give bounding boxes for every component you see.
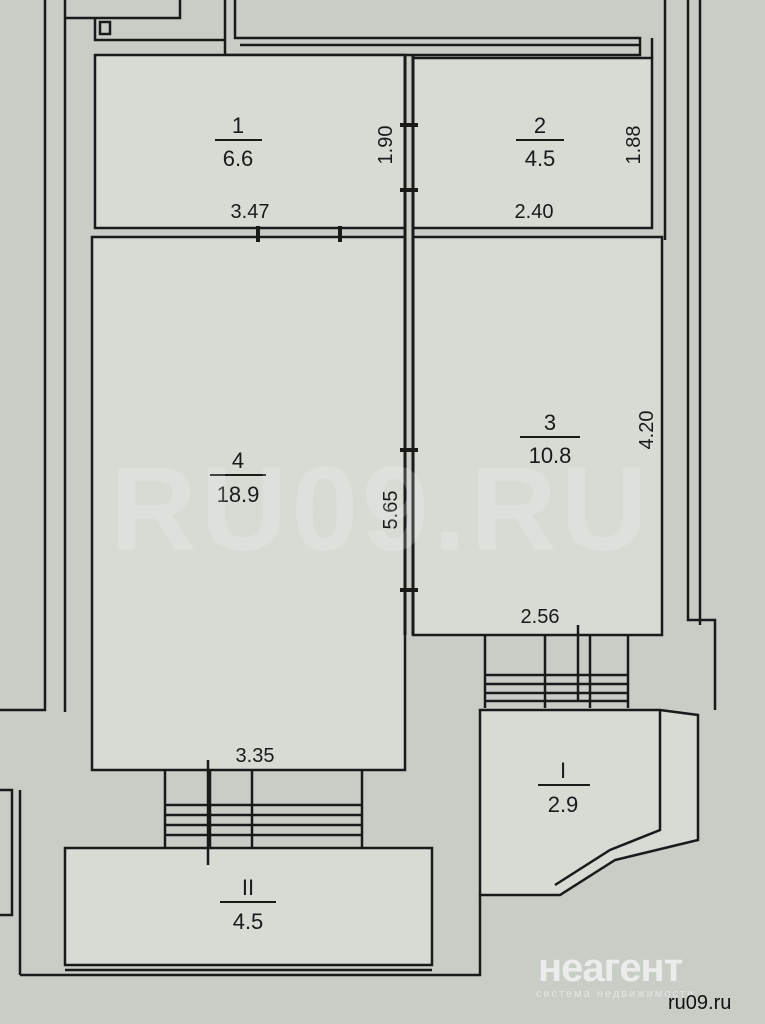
balcony-2-outline <box>63 846 434 967</box>
dim-room3-height: 4.20 <box>636 411 658 450</box>
room-3-number: 3 <box>544 410 556 435</box>
room-2-area: 4.5 <box>525 146 556 171</box>
watermark-text: RU09.RU <box>110 442 652 576</box>
dim-room3-width: 2.56 <box>521 606 560 628</box>
balcony-2-number: II <box>242 875 254 900</box>
site-url: ru09.ru <box>668 992 732 1014</box>
room-1-area: 6.6 <box>223 146 254 171</box>
balcony-1-outline <box>478 708 700 897</box>
dim-room1-width: 3.47 <box>231 201 270 223</box>
balcony-1-area: 2.9 <box>548 792 579 817</box>
dimension-labels: 1.90 3.47 1.88 2.40 4.20 2.56 5.65 3.35 <box>231 126 658 767</box>
room-1-outline <box>93 53 407 230</box>
balcony-2-area: 4.5 <box>233 909 264 934</box>
balcony-1-number: I <box>560 758 566 783</box>
logo: неагент <box>538 946 683 990</box>
dim-room4-width: 3.35 <box>236 745 275 767</box>
logo-subtitle: система недвижимости <box>536 988 696 1000</box>
room-4-number: 4 <box>232 448 244 473</box>
room-4-outline <box>90 235 407 772</box>
room-labels: 1 6.6 2 4.5 3 10.8 4 18.9 I 2.9 II 4.5 <box>210 113 590 934</box>
room-1-number: 1 <box>232 113 244 138</box>
room-2-number: 2 <box>534 113 546 138</box>
room-3-area: 10.8 <box>529 443 572 468</box>
dim-room2-height: 1.88 <box>623 126 645 165</box>
walls <box>0 0 717 977</box>
dim-room1-height: 1.90 <box>375 126 397 165</box>
room-4-area: 18.9 <box>217 482 260 507</box>
dim-room4-height: 5.65 <box>380 491 402 530</box>
dim-room2-width: 2.40 <box>515 201 554 223</box>
room-2-outline <box>411 56 654 230</box>
